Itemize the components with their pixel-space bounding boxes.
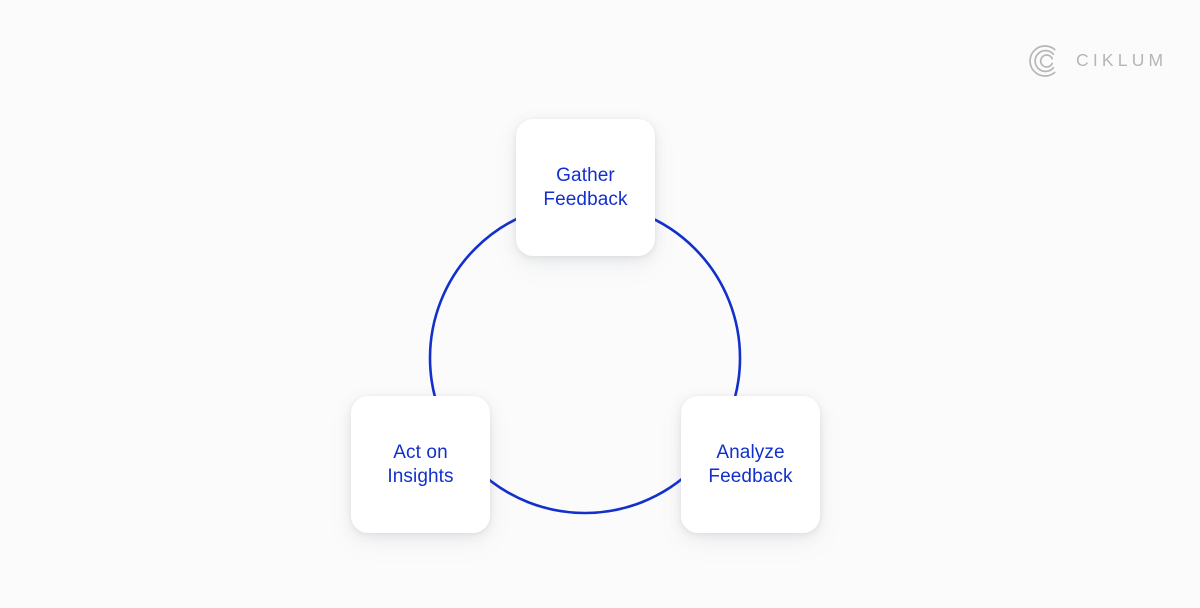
brand-logo: CIKLUM <box>1029 44 1167 78</box>
step-label-act-on-insights: Act on Insights <box>387 442 454 487</box>
step-card-gather-feedback[interactable]: Gather Feedback <box>516 119 655 256</box>
step-label-analyze-feedback: Analyze Feedback <box>708 442 793 487</box>
step-label-gather-feedback: Gather Feedback <box>543 165 628 210</box>
brand-wordmark: CIKLUM <box>1076 50 1168 71</box>
step-card-analyze-feedback[interactable]: Analyze Feedback <box>681 396 820 533</box>
step-card-act-on-insights[interactable]: Act on Insights <box>351 396 490 533</box>
ciklum-concentric-arcs-icon <box>1029 44 1063 78</box>
